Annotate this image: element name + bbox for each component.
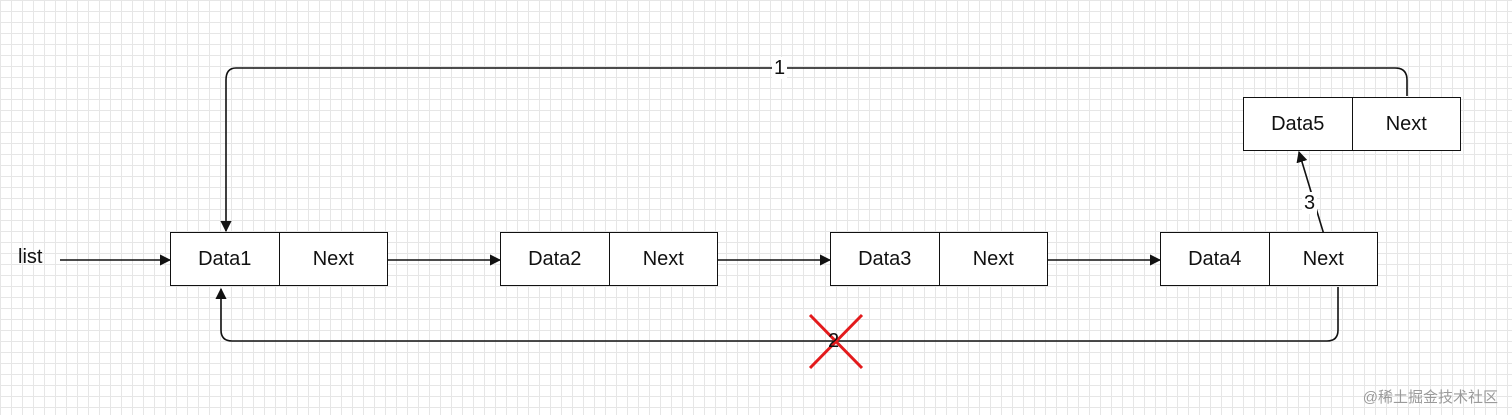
node-2-next-cell: Next (608, 233, 718, 285)
list-label: list (18, 246, 43, 268)
node-4-data-cell: Data4 (1188, 247, 1242, 270)
node-5-next-cell: Next (1351, 98, 1461, 150)
node-5-data-cell: Data5 (1271, 112, 1325, 135)
edge-label-2: 2 (828, 330, 840, 352)
node-1-data-cell: Data1 (198, 247, 252, 270)
removed-link-cross (808, 313, 864, 370)
node-3-next-cell: Next (938, 233, 1048, 285)
node-2-data-cell: Data2 (528, 247, 582, 270)
arrow-node4-to-node1-removed (215, 287, 1339, 342)
edge-label-1: 1 (772, 57, 788, 79)
watermark: @稀土掘金技术社区 (1362, 389, 1498, 406)
node-4-next-cell: Next (1268, 233, 1378, 285)
arrow-node5-to-node1 (220, 67, 1408, 233)
node-1-next-cell: Next (278, 233, 388, 285)
node-2: Data2 Next (500, 232, 718, 286)
node-5: Data5 Next (1243, 97, 1461, 151)
node-4: Data4 Next (1160, 232, 1378, 286)
edge-label-3: 3 (1302, 192, 1318, 214)
node-1: Data1 Next (170, 232, 388, 286)
node-3-data-cell: Data3 (858, 247, 912, 270)
node-3: Data3 Next (830, 232, 1048, 286)
